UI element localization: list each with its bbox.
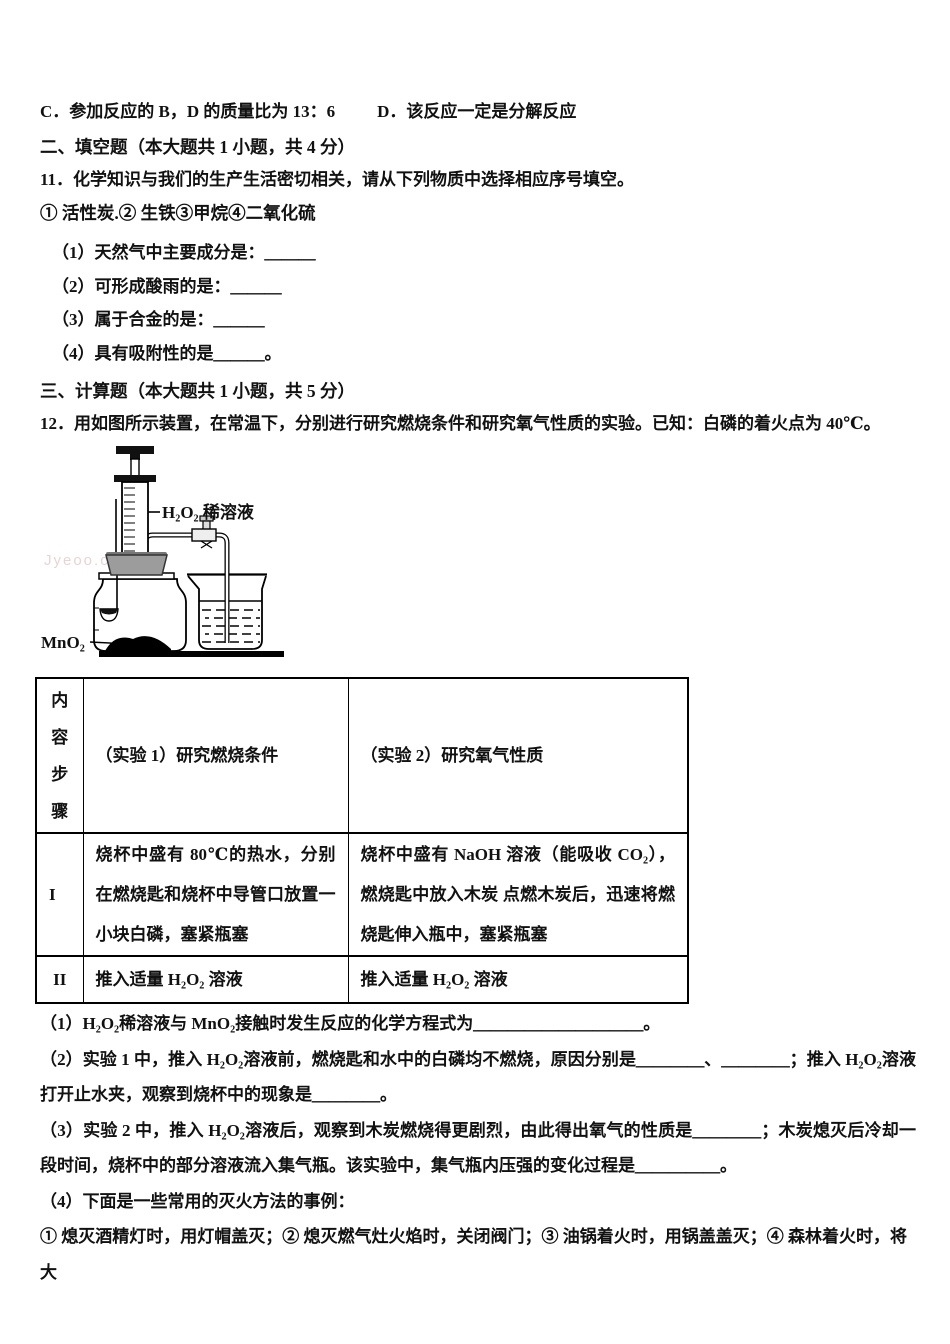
- table-corner-header: 内容步骤: [35, 677, 84, 835]
- q11-blank-1: （1）天然气中主要成分是：＿＿＿: [52, 243, 316, 263]
- rubber-stopper: [105, 552, 168, 577]
- q12-part-1: （1）H₂O₂稀溶液与 MnO₂接触时发生反应的化学方程式为＿＿＿＿＿＿＿＿＿＿…: [40, 1014, 661, 1034]
- step-1-label: I: [35, 832, 84, 958]
- stopcock-valve: [191, 515, 217, 549]
- q12-question-parts: （1）H₂O₂稀溶液与 MnO₂接触时发生反应的化学方程式为＿＿＿＿＿＿＿＿＿＿…: [40, 1006, 916, 1290]
- step-2-label: II: [35, 955, 84, 1004]
- syringe-label: H₂O₂ 稀溶液: [162, 502, 254, 522]
- q12-part-2: （2）实验 1 中，推入 H₂O₂溶液前，燃烧匙和水中的白磷均不燃烧，原因分别是…: [40, 1049, 916, 1105]
- liquid-dashes: [202, 609, 260, 644]
- option-d: D．该反应一定是分解反应: [377, 102, 577, 121]
- experiment2-header: （实验 2）研究氧气性质: [347, 677, 689, 835]
- q12-part-3: （3）实验 2 中，推入 H₂O₂溶液后，观察到木炭燃烧得更剧烈，由此得出氧气的…: [40, 1120, 916, 1176]
- q12-part-4-examples: ① 熄灭酒精灯时，用灯帽盖灭；② 熄灭燃气灶火焰时，关闭阀门；③ 油锅着火时，用…: [40, 1227, 907, 1282]
- step-1-experiment1: 烧杯中盛有 80℃的热水，分别在燃烧匙和烧杯中导管口放置一小块白磷，塞紧瓶塞: [82, 832, 349, 958]
- step-2-experiment2: 推入适量 H₂O₂ 溶液: [347, 955, 689, 1004]
- section-3-heading: 三、计算题（本大题共 1 小题，共 5 分）: [40, 381, 355, 402]
- experiment-table: 内容步骤 （实验 1）研究燃烧条件 （实验 2）研究氧气性质 I 烧杯中盛有 8…: [35, 677, 689, 1005]
- q11-blank-3: （3）属于合金的是：＿＿＿: [52, 310, 265, 330]
- q11-blank-2: （2）可形成酸雨的是：＿＿＿: [52, 276, 282, 296]
- table-row-step2: II 推入适量 H₂O₂ 溶液 推入适量 H₂O₂ 溶液: [35, 955, 689, 1004]
- step-1-experiment2: 烧杯中盛有 NaOH 溶液（能吸收 CO₂），燃烧匙中放入木炭 点燃木炭后，迅速…: [347, 832, 689, 958]
- bench-line: [99, 651, 284, 658]
- q12-part-4: （4）下面是一些常用的灭火方法的事例：: [40, 1191, 355, 1211]
- table-header-row: 内容步骤 （实验 1）研究燃烧条件 （实验 2）研究氧气性质: [35, 677, 689, 835]
- q11-blank-4: （4）具有吸附性的是＿＿＿。: [52, 343, 282, 363]
- section-2-heading: 二、填空题（本大题共 1 小题，共 4 分）: [40, 137, 355, 158]
- apparatus-diagram: Jyeoo.com: [41, 446, 284, 658]
- q11-stem: 11．化学知识与我们的生产生活密切相关，请从下列物质中选择相应序号填空。: [40, 170, 635, 190]
- option-row: C．参加反应的 B，D 的质量比为 13：6 D．该反应一定是分解反应: [40, 101, 916, 122]
- experiment1-header: （实验 1）研究燃烧条件: [82, 677, 349, 835]
- mno2-powder: [105, 636, 171, 652]
- table-row-step1: I 烧杯中盛有 80℃的热水，分别在燃烧匙和烧杯中导管口放置一小块白磷，塞紧瓶塞…: [35, 832, 689, 958]
- step-2-experiment1: 推入适量 H₂O₂ 溶液: [82, 955, 349, 1004]
- q11-substance-options: ① 活性炭.② 生铁③甲烷④二氧化硫: [40, 203, 316, 224]
- option-c: C．参加反应的 B，D 的质量比为 13：6: [40, 102, 336, 121]
- mno2-label: MnO₂: [41, 633, 85, 652]
- q12-stem: 12．用如图所示装置，在常温下，分别进行研究燃烧条件和研究氧气性质的实验。已知：…: [40, 414, 881, 434]
- q11-blank-list: （1）天然气中主要成分是：＿＿＿ （2）可形成酸雨的是：＿＿＿ （3）属于合金的…: [40, 236, 916, 370]
